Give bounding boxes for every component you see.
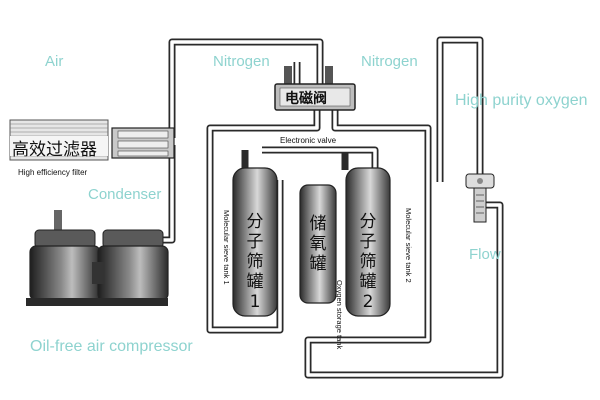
storage-cn-label: 储氧罐 (309, 214, 327, 274)
oil-free-air-compressor (26, 210, 169, 306)
molecular-sieve-tank-2 (345, 167, 391, 317)
high-purity-oxygen-label: High purity oxygen (455, 92, 588, 109)
condenser (111, 127, 175, 159)
compressor-label: Oil-free air compressor (30, 338, 193, 355)
flow-meter (465, 173, 495, 223)
solenoid-valve (274, 66, 356, 111)
tank1-en-label: Molecular sieve tank 1 (222, 210, 231, 285)
condenser-label: Condenser (88, 186, 162, 203)
flow-label: Flow (469, 246, 501, 263)
tank2-en-label: Molecular sieve tank 2 (404, 208, 413, 283)
solenoid-valve-cn-label: 电磁阀 (285, 91, 327, 107)
high-efficiency-filter (9, 119, 109, 161)
nitrogen-label-left: Nitrogen (213, 53, 270, 70)
filter-cn-label: 高效过滤器 (12, 140, 97, 160)
air-label: Air (45, 53, 64, 70)
storage-en-label: Oxygen storage tank (335, 280, 344, 350)
oxygen-storage-tank (299, 184, 337, 304)
filter-en-label: High efficiency filter (18, 168, 88, 177)
nitrogen-label-right: Nitrogen (361, 53, 418, 70)
molecular-sieve-tank-1 (232, 167, 278, 317)
electronic-valve-label: Electronic valve (280, 136, 337, 145)
